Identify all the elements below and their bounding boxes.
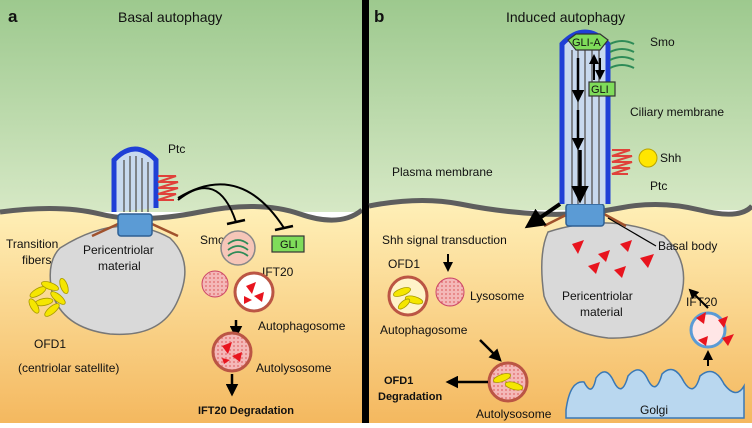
gli-box-a xyxy=(271,235,305,253)
gli-label-a: GLI xyxy=(280,239,298,251)
lysosome-b xyxy=(435,277,465,307)
transition-fibers-b xyxy=(543,212,627,228)
autophagosome-label-a: Autophagosome xyxy=(258,319,346,333)
ift20-vesicle xyxy=(689,311,727,349)
ofd1-label-a-2: (centriolar satellite) xyxy=(18,361,119,375)
basal-body-pointer xyxy=(607,217,657,247)
gli-box-b xyxy=(588,81,616,97)
panel-b-title: Induced autophagy xyxy=(506,9,625,25)
golgi-label: Golgi xyxy=(640,403,668,417)
autophagosome-label-b: Autophagosome xyxy=(380,323,468,337)
autolysosome-label-a: Autolysosome xyxy=(256,361,332,375)
ofd1-label-b: OFD1 xyxy=(388,257,420,271)
panel-divider xyxy=(362,0,369,423)
autolysosome-label-b: Autolysosome xyxy=(476,407,552,421)
shh-ligand xyxy=(638,148,658,168)
degrading-ofd1 xyxy=(493,373,524,391)
smo-receptor-b xyxy=(609,40,635,69)
plasma-membrane-label: Plasma membrane xyxy=(392,165,493,179)
gli-label-b: GLI xyxy=(591,84,609,96)
basal-body-b xyxy=(565,203,605,227)
ofd1-cargo xyxy=(393,287,424,310)
smo-vesicle-a xyxy=(220,230,256,266)
panel-a: a Basal autophagy Pericentriolar materia… xyxy=(0,0,364,423)
ift20-cargo-a xyxy=(244,282,264,304)
ift20-degradation-label: IFT20 Degradation xyxy=(198,405,294,417)
basal-body-a xyxy=(117,213,153,237)
shh-label: Shh xyxy=(660,151,681,165)
transition-label-2: fibers xyxy=(22,253,51,267)
panel-a-letter: a xyxy=(8,7,18,26)
transition-label-1: Transition xyxy=(6,237,58,251)
degrading-ift20-a xyxy=(222,342,242,364)
ift20-on-vesicle xyxy=(696,312,734,346)
extracellular-space-a xyxy=(0,0,362,212)
axoneme-a xyxy=(123,156,149,212)
panel-a-title: Basal autophagy xyxy=(118,9,222,25)
shh-signal-arrow xyxy=(524,202,562,229)
ptc-receptor-a xyxy=(157,175,179,201)
panel-b-letter: b xyxy=(374,7,384,26)
autolysosome-a xyxy=(211,331,253,373)
panel-b: b Induced autophagy Pericentriolar mater… xyxy=(368,0,752,423)
ptc-label-a: Ptc xyxy=(168,142,185,156)
pcm-label-a-2: material xyxy=(98,259,141,273)
basal-body-label: Basal body xyxy=(658,239,717,253)
ofd1-satellites-a xyxy=(28,277,69,317)
shh-transduction-label: Shh signal transduction xyxy=(382,233,507,247)
inhibition-bar-smo xyxy=(226,218,246,226)
golgi-apparatus xyxy=(565,368,745,419)
inhibition-bar-gli xyxy=(274,224,294,232)
arrow-to-autolysosome-b xyxy=(479,339,502,362)
primary-cilium-a xyxy=(111,146,159,212)
ofd1-degradation-label-1: OFD1 xyxy=(384,375,413,387)
ift20-label-a: IFT20 xyxy=(262,265,294,279)
transition-fibers-a xyxy=(91,222,179,238)
autophagosome-a xyxy=(233,271,275,313)
smo-label-b: Smo xyxy=(650,35,675,49)
ciliary-membrane-label: Ciliary membrane xyxy=(630,105,724,119)
pcm-label-b-2: material xyxy=(580,305,623,319)
gli-activator xyxy=(567,33,609,51)
pcm-label-b-1: Pericentriolar xyxy=(562,289,633,303)
ptc-inhibits-gli-arrow xyxy=(177,183,285,229)
smo-receptor-a xyxy=(227,239,249,257)
ofd1-degradation-label-2: Degradation xyxy=(378,391,442,403)
plasma-membrane-a xyxy=(0,203,364,223)
ofd1-label-a-1: OFD1 xyxy=(34,337,66,351)
smo-label-a: Smo xyxy=(200,233,225,247)
lysosome-label: Lysosome xyxy=(470,289,525,303)
pcm-label-a-1: Pericentriolar xyxy=(83,243,154,257)
lysosome-a xyxy=(201,270,229,298)
ptc-receptor-b xyxy=(611,149,633,175)
arrow-ift20-to-pcm xyxy=(688,288,709,309)
gli-a-label: GLI-A xyxy=(572,37,601,49)
ift20-in-pcm xyxy=(572,240,654,278)
ptc-label-b: Ptc xyxy=(650,179,667,193)
